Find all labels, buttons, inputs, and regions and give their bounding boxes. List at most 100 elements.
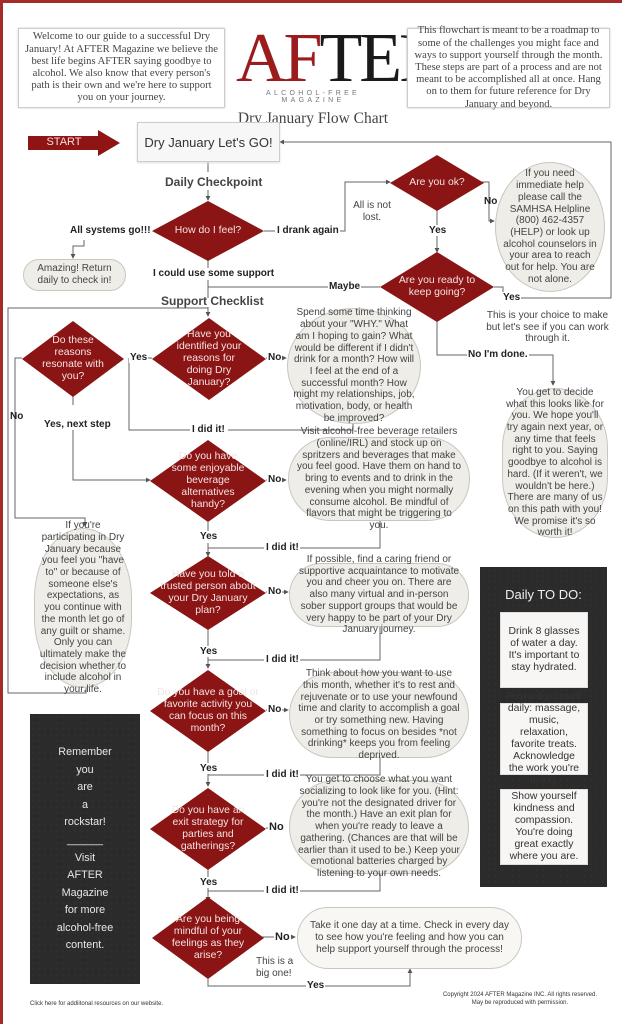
copyright: Copyright 2024 AFTER Magazine INC. All r… xyxy=(430,991,610,1007)
bubble-text: Take it one day at a time. Check in ever… xyxy=(310,920,509,955)
bubble-friend: If possible, find a caring friend or sup… xyxy=(289,554,469,635)
line-ready-yes-loop xyxy=(279,139,612,299)
rockstar-line: Magazine xyxy=(61,886,109,899)
bubble-text: You get to choose what you want socializ… xyxy=(298,774,460,879)
rockstar-line: Visit xyxy=(74,851,96,864)
label-trusted-yes: Yes xyxy=(199,646,219,657)
label-beverage-yes: Yes xyxy=(199,531,219,542)
decision-text: Are you ok? xyxy=(409,177,465,188)
bubble-text: Amazing! Return daily to check in! xyxy=(37,263,112,286)
bubble-one-day: Take it one day at a time. Check in ever… xyxy=(297,907,522,969)
label-beverage-no: No xyxy=(267,474,283,485)
decision-text: Have you identified your reasons for doi… xyxy=(176,329,242,388)
resources-link[interactable]: Click here for addiitonal resources on o… xyxy=(30,1001,164,1007)
bubble-text: Think about how you want to use this mon… xyxy=(298,668,460,762)
rockstar-separator: ______ xyxy=(66,833,104,846)
label-ok-yes: Yes xyxy=(428,225,448,236)
label-trusted-no: No xyxy=(267,586,283,597)
rockstar-line: alcohol-free xyxy=(56,921,114,934)
decision-ready-keep-going: Are you ready to keep going? xyxy=(380,252,494,322)
label-exit-yes: Yes xyxy=(199,877,219,888)
copyright-line: Copyright 2024 AFTER Magazine INC. All r… xyxy=(442,992,598,998)
decision-goal-activity: Do you have a goal or favorite activity … xyxy=(150,670,266,752)
rockstar-line: you xyxy=(76,763,94,776)
todo-item-text: Reward yourself daily: massage, music, r… xyxy=(506,691,582,786)
bubble-text: Visit alcohol-free beverage retailers (o… xyxy=(297,426,462,531)
label-i-drank-again: I drank again xyxy=(276,225,340,236)
rockstar-line: rockstar! xyxy=(64,816,106,828)
decision-beverage-alternatives: Do you have some enjoyable beverage alte… xyxy=(150,440,266,522)
todo-item: Reward yourself daily: massage, music, r… xyxy=(500,691,588,786)
intro-welcome-text: Welcome to our guide to a successful Dry… xyxy=(25,31,218,104)
intro-roadmap-text: This flowchart is meant to be a roadmap … xyxy=(414,25,603,110)
label-choice-note: This is your choice to make but let's se… xyxy=(486,310,609,344)
label-exit-no: No xyxy=(268,821,285,833)
bubble-text: If you're participating in Dry January b… xyxy=(39,520,127,696)
start-arrow: START xyxy=(28,130,120,156)
support-checklist-heading: Support Checklist xyxy=(161,294,264,308)
line-why-did-it xyxy=(128,358,190,431)
label-goal-yes: Yes xyxy=(199,763,219,774)
bubble-socializing: You get to choose what you want socializ… xyxy=(289,774,469,879)
decision-text: How do I feel? xyxy=(174,225,242,236)
bubble-you-decide: You get to decide what this looks like f… xyxy=(502,386,608,539)
todo-item-text: Show yourself kindness and compassion. Y… xyxy=(509,791,579,862)
bubble-why: Spend some time thinking about your "WHY… xyxy=(287,307,421,424)
label-ready-yes: Yes xyxy=(502,292,522,303)
line-to-amazing xyxy=(70,240,85,259)
rockstar-line: are xyxy=(77,781,93,793)
daily-checkpoint-heading: Daily Checkpoint xyxy=(165,175,263,189)
bubble-text: If possible, find a caring friend or sup… xyxy=(298,554,460,636)
decision-text: Do you have some enjoyable beverage alte… xyxy=(171,451,245,510)
decision-text: Do you have an exit strategy for parties… xyxy=(171,805,245,852)
start-label: START xyxy=(46,136,82,148)
bubble-beverages: Visit alcohol-free beverage retailers (o… xyxy=(288,426,470,531)
label-could-use-support: I could use some support xyxy=(152,268,276,279)
bubble-amazing: Amazing! Return daily to check in! xyxy=(23,259,126,291)
todo-item: Drink 8 glasses of water a day. It's imp… xyxy=(500,612,588,688)
rockstar-message: Remember you are a rockstar! ______ Visi… xyxy=(30,744,140,955)
intro-welcome-box: Welcome to our guide to a successful Dry… xyxy=(18,28,225,108)
label-mindful-yes: Yes xyxy=(306,980,326,991)
todo-item: Show yourself kindness and compassion. Y… xyxy=(500,789,588,865)
daily-todo-title: Daily TO DO: xyxy=(505,587,582,602)
start-box-text: Dry January Let's GO! xyxy=(144,134,273,150)
page-frame-top xyxy=(0,0,622,3)
line-left-loop xyxy=(7,307,208,694)
rockstar-line: content. xyxy=(65,939,105,951)
decision-how-do-i-feel: How do I feel? xyxy=(152,201,264,261)
label-ok-no: No xyxy=(484,196,498,207)
decision-text: Are you being mindful of your feelings a… xyxy=(171,914,245,961)
label-big-one: This is a big one! xyxy=(256,956,294,979)
label-yes-next-step: Yes, next step xyxy=(43,419,112,430)
bubble-text: Spend some time thinking about your "WHY… xyxy=(293,307,415,424)
label-did-it-trusted: I did it! xyxy=(265,654,300,665)
label-identified-no: No xyxy=(267,352,283,363)
decision-mindful-feelings: Are you being mindful of your feelings a… xyxy=(152,897,264,979)
rockstar-line: a xyxy=(81,798,88,811)
todo-item-text: Drink 8 glasses of water a day. It's imp… xyxy=(508,626,580,673)
decision-text: Have you told a trusted person about you… xyxy=(160,569,256,616)
label-maybe: Maybe xyxy=(328,281,362,292)
rockstar-panel: Remember you are a rockstar! ______ Visi… xyxy=(30,714,140,984)
decision-are-you-ok: Are you ok? xyxy=(390,155,484,211)
label-did-it-exit: I did it! xyxy=(265,885,300,896)
start-box: Dry January Let's GO! xyxy=(137,122,280,162)
decision-exit-strategy: Do you have an exit strategy for parties… xyxy=(150,788,266,870)
label-all-is-not-lost: All is not lost. xyxy=(353,200,391,223)
label-did-it-goal: I did it! xyxy=(265,769,300,780)
logo-red-part: AF xyxy=(236,20,323,97)
rockstar-line: Remember xyxy=(58,746,112,758)
logo-tagline: ALCOHOL-FREE MAGAZINE xyxy=(265,90,361,104)
bubble-text: If you need immediate help please call t… xyxy=(503,168,597,285)
decision-reasons-resonate: Do these reasons resonate with you? xyxy=(22,321,124,397)
start-arrow-icon xyxy=(28,130,120,156)
copyright-line: May be reproduced with permission. xyxy=(471,1000,569,1006)
bubble-text: You get to decide what this looks like f… xyxy=(506,386,604,539)
label-goal-no: No xyxy=(267,704,283,715)
page-frame-left xyxy=(0,0,3,1024)
rockstar-line: for more xyxy=(64,904,106,916)
label-no-im-done: No I'm done. xyxy=(467,349,529,360)
decision-identified-reasons: Have you identified your reasons for doi… xyxy=(152,318,266,400)
label-resonate-no: No xyxy=(10,411,24,422)
